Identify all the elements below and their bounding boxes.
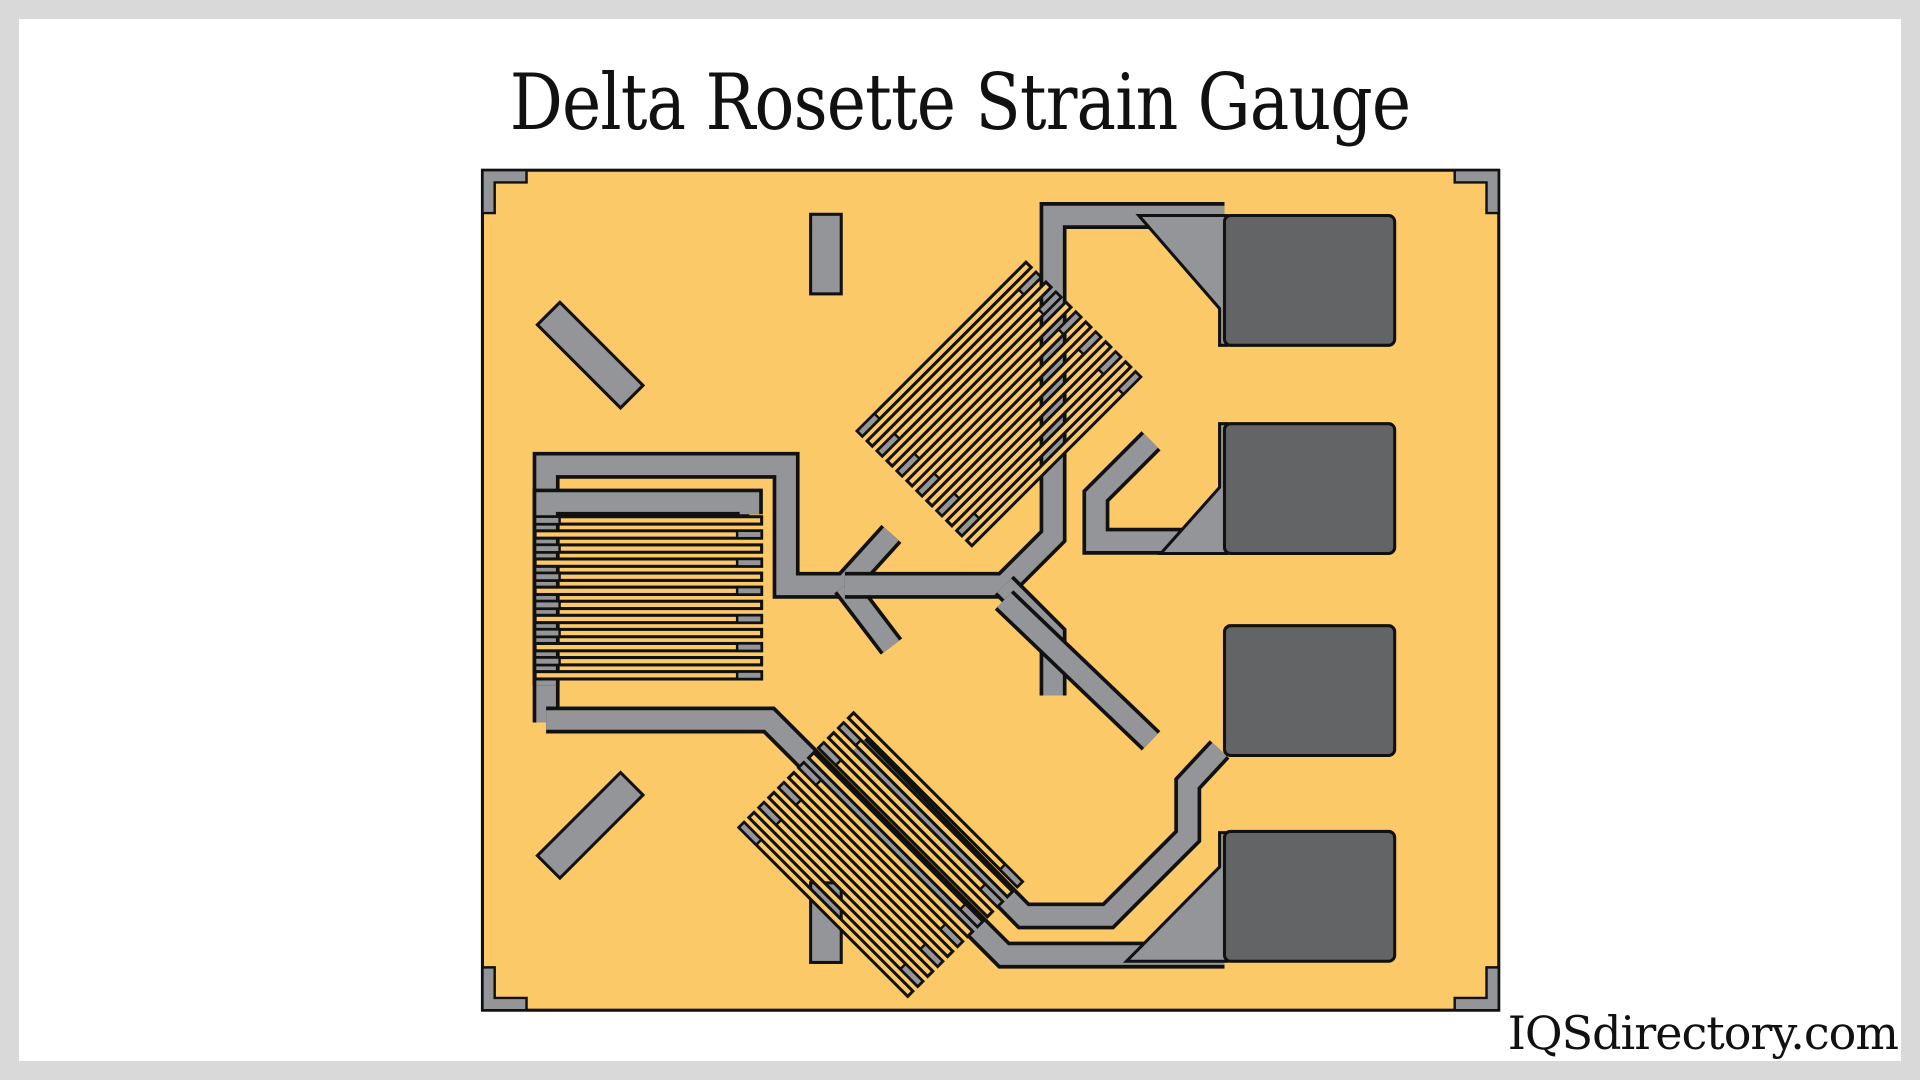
grid-end-tab [958,902,985,929]
grid-horizontal [533,515,764,681]
grid-line [533,613,764,625]
grid-end-tab [735,557,763,568]
pad-lead-1 [1135,213,1229,347]
grid-end-tab [875,431,902,458]
grid-end-tab [757,800,784,827]
trace-foil [997,592,1158,748]
grid-line [533,515,764,526]
alignment-mark-top [809,212,843,296]
grid-end-tab [533,515,561,526]
grid-end-tab [735,670,763,681]
grid-end-tab [816,740,843,767]
solder-pad-1 [1222,213,1397,347]
solder-pad-4 [1222,829,1397,963]
brand-watermark: IQSdirectory.com [1507,1006,1899,1060]
page-title: Delta Rosette Strain Gauge [509,58,1411,148]
trace-foil [844,205,1225,596]
solder-pad-3 [1222,624,1397,758]
grid-end-tab [735,585,763,596]
grid-end-tab [735,642,763,653]
grid-end-tab [895,451,922,478]
grid-end-tab [1016,270,1043,297]
grid-end-tab [836,721,863,747]
grid-end-tab [533,571,561,582]
gauge-grids [533,260,1143,999]
grid-line [533,529,764,540]
grid-end-tab [533,543,561,554]
grid-diagonal-lower [736,710,1025,999]
grid-end-tab [533,600,561,610]
grid-end-tab [915,471,942,498]
grid-end-tab [533,628,561,638]
grid-line [533,641,764,653]
grid-end-tab [1076,330,1103,357]
trace-foil [1086,433,1220,552]
grid-end-tab [1056,310,1083,337]
grid-end-tab [935,491,962,518]
grid-line [533,599,764,611]
grid-line [533,670,764,681]
corner-mark-tr [1453,168,1500,215]
grid-line [533,656,764,667]
grid-line [533,557,764,568]
grid-end-tab [954,511,981,538]
solder-pads [1122,213,1397,963]
corner-mark-bl [481,966,528,1012]
grid-line [533,571,764,582]
grid-end-tab [776,780,803,807]
alignment-mark-lower-left [535,770,646,881]
grid-end-tab [918,942,945,969]
grid-end-tab [796,760,823,787]
grid-end-tab [998,862,1025,889]
grid-line [533,585,764,597]
grid-line [533,543,764,554]
trace-foil [850,740,1227,926]
grid-end-tab [855,411,882,438]
solder-pad-2 [1222,422,1397,555]
grid-end-tab [978,882,1005,909]
grid-end-tab [938,922,965,949]
pad-lead-2 [1157,422,1229,555]
grid-end-tab [735,614,763,624]
grid-end-tab [735,529,763,540]
grid-diagonal-upper [854,260,1143,548]
grid-end-tab [1036,290,1063,317]
grid-end-tab [533,656,561,667]
grid-end-tab [898,962,925,989]
alignment-mark-upper-left [535,300,646,411]
grid-end-tab [1096,350,1123,377]
corner-mark-br [1453,966,1500,1012]
grid-line [533,627,764,639]
grid-end-tab [1116,369,1143,396]
grid-end-tab [737,820,764,847]
corner-mark-tl [481,168,528,215]
